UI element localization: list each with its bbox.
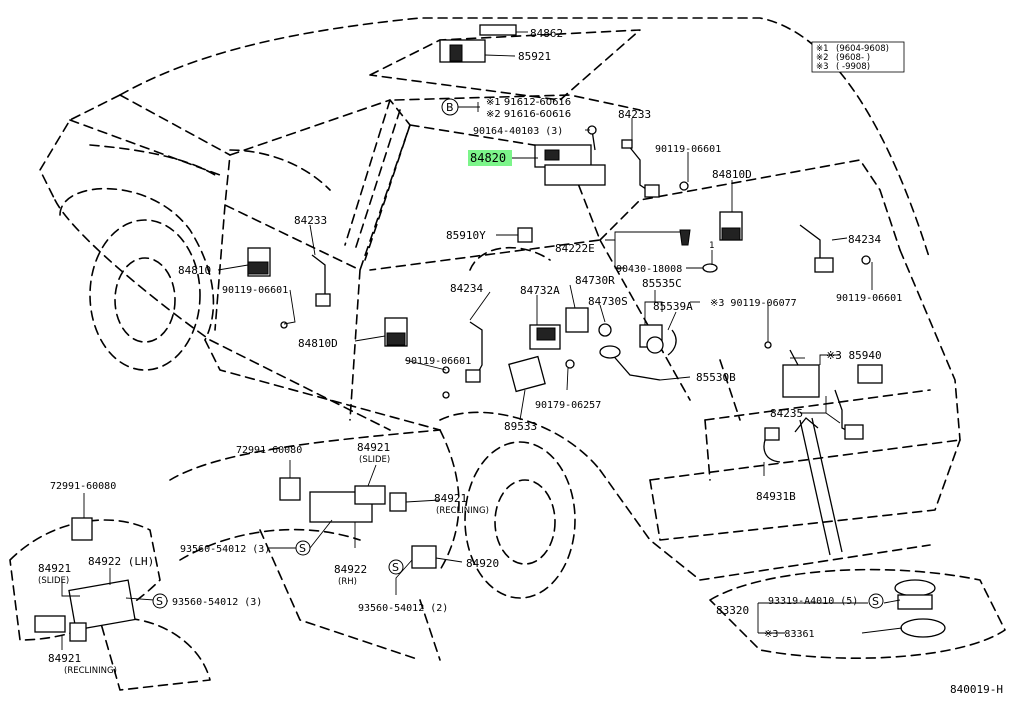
callout-s-2: S — [392, 561, 399, 574]
label-90119-top: 90119-06601 — [655, 144, 721, 155]
label-89533: 89533 — [504, 420, 537, 433]
legend-range-1: (9604-9608) — [836, 44, 889, 54]
part-72991-top-shape — [279, 477, 301, 501]
label-85921: 85921 — [518, 50, 551, 63]
label-84921-reclining-bottom: 84921 — [48, 652, 81, 665]
leader-lines — [61, 31, 903, 650]
callout-s-3: S — [156, 595, 163, 608]
label-84810d-left: 84810D — [298, 337, 338, 350]
label-85530b: 85530B — [696, 371, 736, 384]
label-84730s: 84730S — [588, 295, 628, 308]
label-93319: 93319-A4010 (5) — [768, 596, 858, 607]
legend-range-2: (9608- ) — [836, 53, 870, 63]
label-83361: ※3 83361 — [764, 629, 815, 640]
label-slide-top: (SLIDE) — [359, 455, 390, 465]
label-84921-slide-left: 84921 — [38, 562, 71, 575]
label-91612: ※1 91612-60616 — [486, 97, 571, 108]
label-90119-right: 90119-06601 — [836, 293, 902, 304]
legend-box: ※1 (9604-9608) ※2 (9608- ) ※3 ( -9908) — [811, 41, 905, 73]
label-85910y: 85910Y — [446, 229, 486, 242]
label-84222e: 84222E — [555, 242, 595, 255]
label-84233-left: 84233 — [294, 214, 327, 227]
label-83320: 83320 — [716, 604, 749, 617]
label-slide-left: (SLIDE) — [38, 576, 69, 586]
label-84922-rh: 84922 — [334, 563, 367, 576]
seat-outline — [9, 429, 460, 691]
label-84820: 84820 — [470, 151, 506, 165]
label-reclining-top: (RECLINING) — [436, 506, 489, 516]
label-84921-reclining-top: 84921 — [434, 492, 467, 505]
label-91616: ※2 91616-60616 — [486, 109, 571, 120]
label-90119-mid: 90119-06601 — [405, 356, 471, 367]
part-84922-lh-shape — [68, 579, 136, 631]
label-72991-left: 72991-60080 — [50, 481, 116, 492]
highlight-84820 — [468, 150, 512, 166]
label-93560-c: 93560-54012 (2) — [358, 603, 448, 614]
label-84922-lh: 84922 (LH) — [88, 555, 154, 568]
label-93560-a: 93560-54012 (3) — [180, 544, 270, 555]
label-84921-slide-top: 84921 — [357, 441, 390, 454]
label-84233-right: 84233 — [618, 108, 651, 121]
label-84931b: 84931B — [756, 490, 796, 503]
legend-row-1: ※1 — [816, 44, 829, 54]
vehicle-outline — [39, 17, 961, 599]
parts — [34, 24, 946, 642]
label-90179: 90179-06257 — [535, 400, 601, 411]
label-rh: (RH) — [338, 577, 357, 587]
callouts: B S S S S — [152, 98, 884, 609]
label-84810d-right: 84810D — [712, 168, 752, 181]
label-84732a: 84732A — [520, 284, 560, 297]
label-84234-right: 84234 — [848, 233, 881, 246]
label-85539a: 85539A — [653, 300, 693, 313]
legend-range-3: ( -9908) — [836, 62, 870, 72]
callout-s-4: S — [872, 595, 879, 608]
label-84810: 84810 — [178, 264, 211, 277]
label-84234-mid: 84234 — [450, 282, 483, 295]
part-84820-shape — [534, 144, 592, 168]
label-84235: 84235 — [770, 407, 803, 420]
label-90164: 90164-40103 (3) — [473, 126, 563, 137]
label-84920: 84920 — [466, 557, 499, 570]
label-85535c: 85535C — [642, 277, 682, 290]
label-90430: 90430-18008 — [616, 264, 682, 275]
label-84730r: 84730R — [575, 274, 615, 287]
label-90119-left: 90119-06601 — [222, 285, 288, 296]
label-1: 1 — [709, 241, 714, 251]
spare-tire-inset — [709, 417, 1006, 659]
part-labels: 84862 85921 ※1 91612-60616 ※2 91616-6061… — [38, 27, 1003, 696]
legend-row-3: ※3 — [816, 62, 829, 72]
diagram-id: 840019-H — [950, 683, 1003, 696]
label-72991-top: 72991-60080 — [236, 445, 302, 456]
callout-s-1: S — [299, 542, 306, 555]
label-84862: 84862 — [530, 27, 563, 40]
part-84862-shape — [479, 24, 517, 36]
label-85940: ※3 85940 — [826, 349, 882, 362]
legend-row-2: ※2 — [816, 53, 829, 63]
label-90119-06077: ※3 90119-06077 — [710, 298, 797, 309]
label-reclining-bottom: (RECLINING) — [64, 666, 117, 676]
label-93560-b: 93560-54012 (3) — [172, 597, 262, 608]
callout-b: B — [446, 101, 454, 114]
